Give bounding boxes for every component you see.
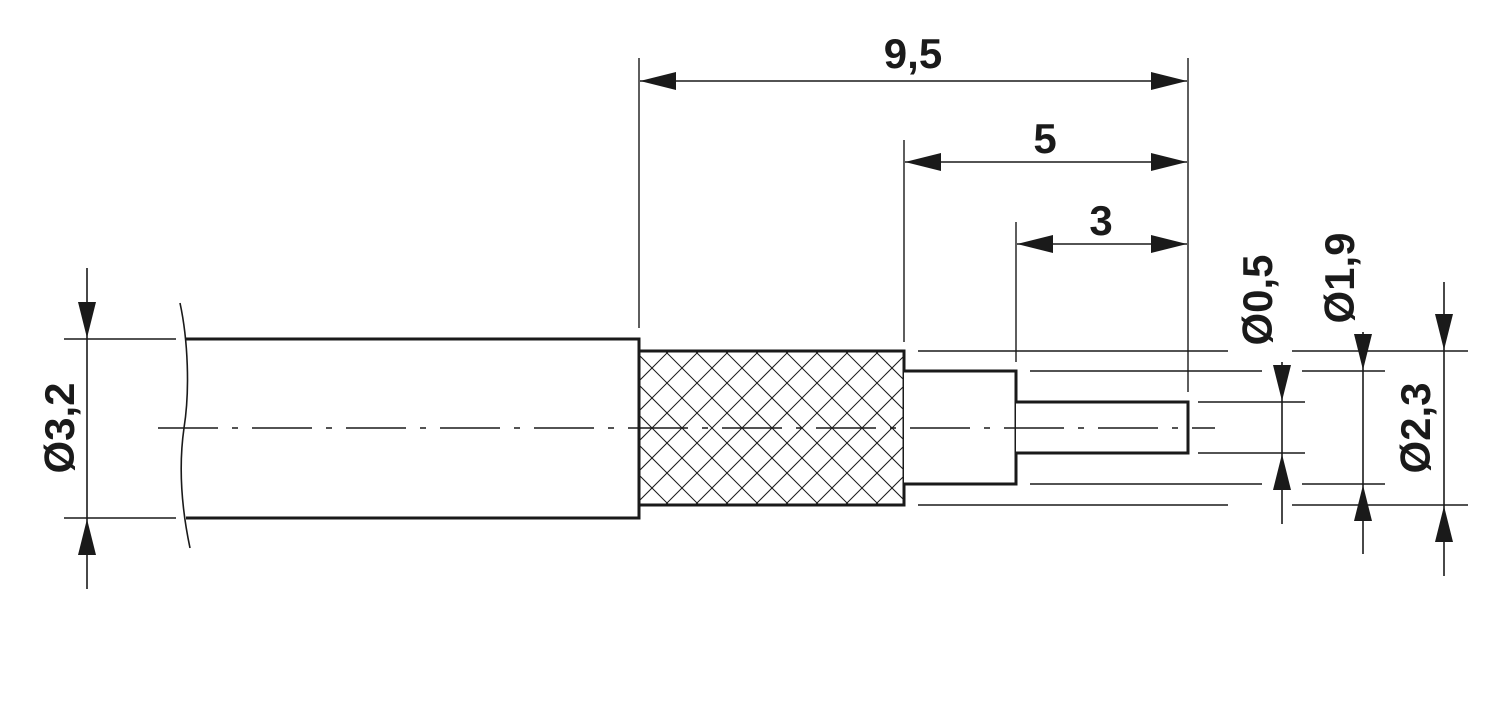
extension-lines xyxy=(64,58,1468,519)
dim-label-pin-diameter: Ø0,5 xyxy=(1234,254,1281,345)
dim-label-pin-length: 3 xyxy=(1089,197,1112,244)
dim-label-overall: 9,5 xyxy=(884,30,942,77)
dim-label-braid-diameter: Ø2,3 xyxy=(1392,382,1439,473)
dim-pin-length: 3 xyxy=(1017,197,1187,253)
dim-dielectric-diameter: Ø1,9 xyxy=(1316,232,1372,554)
braid-hatch-line xyxy=(639,474,670,505)
dim-braid-to-tip: 5 xyxy=(905,115,1187,171)
braid-hatch-line xyxy=(874,351,904,381)
cable-jacket xyxy=(179,302,641,549)
dim-pin-diameter: Ø0,5 xyxy=(1234,254,1291,524)
braid-hatch-line xyxy=(874,475,904,505)
dim-jacket-diameter: Ø3,2 xyxy=(36,268,96,589)
dim-label-dielectric-diameter: Ø1,9 xyxy=(1316,232,1363,323)
braid-hatch-line xyxy=(639,351,670,382)
braid-hatch-line xyxy=(639,444,700,505)
dim-label-braid-to-tip: 5 xyxy=(1033,115,1056,162)
braid-hatch-line xyxy=(844,445,904,505)
braid-hatch-line xyxy=(639,351,700,412)
dim-label-jacket-diameter: Ø3,2 xyxy=(36,382,83,473)
braid-hatch-line xyxy=(639,351,790,502)
braid-hatch-line xyxy=(844,351,904,411)
dim-overall-length: 9,5 xyxy=(640,30,1187,90)
dim-braid-diameter: Ø2,3 xyxy=(1392,282,1453,576)
